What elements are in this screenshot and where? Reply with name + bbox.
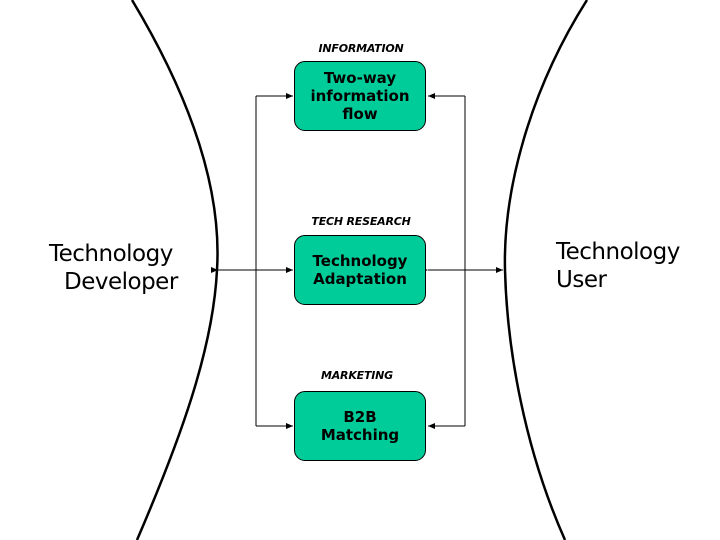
technology-adaptation-box: Technology Adaptation bbox=[294, 235, 426, 305]
b2b-matching-label: B2B Matching bbox=[320, 408, 400, 444]
information-flow-box: Two-way information flow bbox=[294, 61, 426, 131]
user-label: Technology User bbox=[556, 238, 680, 294]
developer-label-line1: Technology bbox=[49, 241, 173, 267]
user-label-line1: Technology bbox=[556, 239, 680, 265]
developer-label: Technology Developer bbox=[49, 240, 178, 296]
category-tech-research: TECH RESEARCH bbox=[311, 215, 411, 228]
developer-label-line2: Developer bbox=[64, 269, 178, 295]
user-label-line2: User bbox=[556, 267, 607, 293]
user-boundary-curve bbox=[503, 0, 589, 540]
technology-adaptation-label: Technology Adaptation bbox=[312, 252, 408, 288]
b2b-matching-box: B2B Matching bbox=[294, 391, 426, 461]
information-flow-label: Two-way information flow bbox=[310, 69, 410, 123]
category-marketing: MARKETING bbox=[321, 369, 393, 382]
category-information: INFORMATION bbox=[318, 42, 404, 55]
